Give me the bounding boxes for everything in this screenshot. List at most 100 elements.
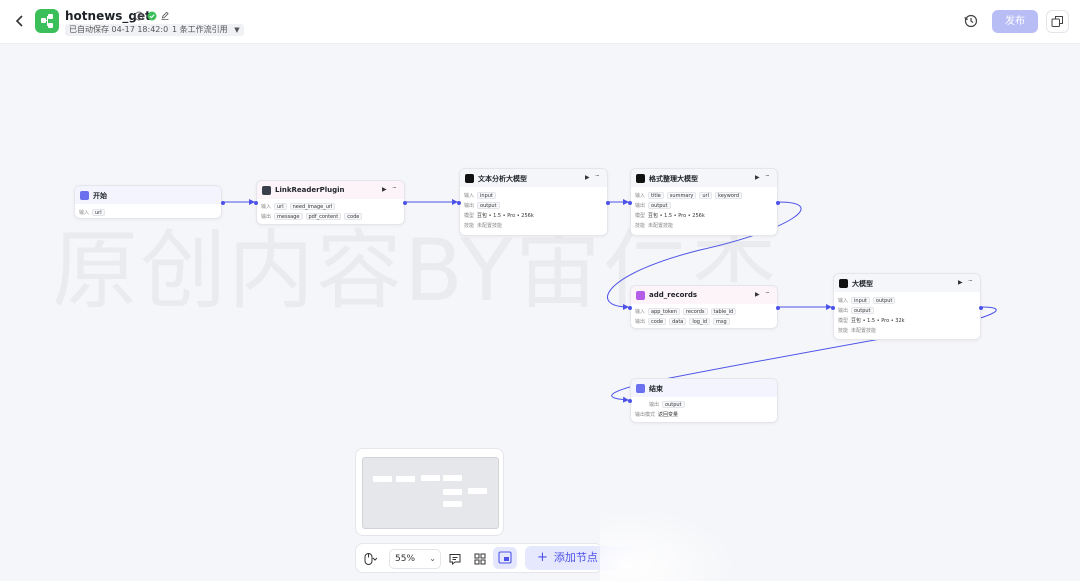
node-outputs: 输出 message pdf_content code: [261, 212, 363, 220]
skill-value: 未配置技能: [648, 222, 674, 229]
reference-dropdown[interactable]: 1 条工作流引用 ▼: [168, 24, 244, 36]
node-text-analysis-llm[interactable]: 文本分析大模型 ▶ ··· 输入 input 输出 output 模型 豆包 •…: [457, 168, 610, 236]
node-inputs: 输入 url: [79, 208, 105, 216]
node-output-mode: 输出模式 返回变量: [635, 410, 678, 418]
output-port[interactable]: [221, 201, 225, 205]
node-model: 模型 豆包 • 1.5 • Pro • 32k: [838, 316, 905, 324]
comment-icon[interactable]: [447, 551, 463, 567]
node-outputs: 输出 output: [464, 201, 500, 209]
model-value: 豆包 • 1.5 • Pro • 32k: [851, 317, 905, 324]
node-big-llm[interactable]: 大模型 ▶ ··· 输入 input output 输出 output 模型 豆…: [831, 273, 983, 340]
variable-tag: records: [682, 307, 708, 315]
edit-icon[interactable]: [160, 11, 170, 21]
more-options-icon[interactable]: ···: [765, 172, 770, 180]
variable-tag: url: [92, 208, 105, 216]
decorative-glow: [600, 506, 740, 581]
node-inputs: 输入 url need_image_url: [261, 202, 336, 210]
run-node-icon[interactable]: ▶: [755, 291, 760, 298]
copy-icon: [1051, 16, 1063, 27]
node-outputs: 输出 code data log_id msg: [635, 317, 730, 325]
inputs-label: 输入: [464, 192, 475, 199]
zoom-select[interactable]: 55% ⌄: [389, 549, 441, 569]
variable-tag: table_id: [710, 307, 737, 315]
node-title: 格式整理大模型: [649, 175, 698, 183]
minimap-viewport[interactable]: [362, 457, 499, 529]
input-port[interactable]: [628, 201, 632, 205]
add-node-label: 添加节点: [553, 551, 598, 564]
output-port[interactable]: [403, 201, 407, 205]
outputs-label: 输出: [635, 202, 646, 209]
history-icon[interactable]: [963, 13, 979, 29]
node-inputs: 输入 app_token records table_id: [635, 307, 737, 315]
output-port[interactable]: [606, 201, 610, 205]
node-title: 结束: [649, 385, 663, 393]
node-add-records[interactable]: add_records ▶ ··· 输入 app_token records t…: [628, 285, 780, 329]
skill-label: 技能: [464, 222, 475, 229]
caret-down-icon: ▼: [234, 26, 240, 34]
node-linkreader-plugin[interactable]: LinkReaderPlugin ▶ ··· 输入 url need_image…: [254, 180, 407, 225]
run-node-icon[interactable]: ▶: [755, 174, 760, 181]
input-port[interactable]: [254, 201, 258, 205]
autosave-status: 已自动保存 04-17 18:42:05: [65, 24, 178, 36]
minimap[interactable]: [355, 448, 504, 536]
back-arrow-icon[interactable]: [12, 13, 28, 29]
node-inputs: 输入 input: [464, 191, 496, 199]
run-node-icon[interactable]: ▶: [382, 186, 387, 193]
model-label: 模型: [635, 212, 646, 219]
model-label: 模型: [838, 317, 849, 324]
skill-value: 未配置技能: [477, 222, 503, 229]
variable-tag: output: [662, 400, 685, 408]
node-skill: 技能 未配置技能: [635, 221, 673, 229]
outputs-label: 输出: [261, 213, 272, 220]
publish-button[interactable]: 发布: [992, 10, 1038, 33]
run-node-icon[interactable]: ▶: [958, 279, 963, 286]
outputs-label: 输出: [464, 202, 475, 209]
top-bar: hotnews_get 已自动保存 04-17 18:42:05 1 条工作流引…: [0, 0, 1080, 44]
inputs-label: 输入: [261, 203, 272, 210]
node-end[interactable]: 结束 输出 output 输出模式 返回变量: [628, 378, 778, 423]
more-options-icon[interactable]: ···: [765, 289, 770, 297]
model-value: 豆包 • 1.5 • Pro • 256k: [477, 212, 534, 219]
minimap-toggle-button[interactable]: [493, 547, 517, 569]
variable-tag: output: [851, 306, 874, 314]
variable-tag: input: [477, 191, 496, 199]
run-node-icon[interactable]: ▶: [585, 174, 590, 181]
variable-tag: title: [648, 191, 664, 199]
variable-tag: url: [274, 202, 287, 210]
node-format-llm[interactable]: 格式整理大模型 ▶ ··· 输入 title summary url keywo…: [628, 168, 780, 236]
more-options-icon[interactable]: ···: [392, 184, 397, 192]
input-port[interactable]: [628, 399, 632, 403]
node-title: 文本分析大模型: [478, 175, 527, 183]
variable-tag: need_image_url: [289, 202, 336, 210]
node-model: 模型 豆包 • 1.5 • Pro • 256k: [635, 211, 705, 219]
plus-icon: +: [537, 550, 548, 565]
node-outputs: 输出 output: [649, 400, 685, 408]
input-port[interactable]: [831, 306, 835, 310]
workflow-name: hotnews_get: [65, 9, 151, 23]
variable-tag: code: [344, 212, 363, 220]
more-options-icon[interactable]: ···: [968, 277, 973, 285]
skill-value: 未配置技能: [851, 327, 877, 334]
output-port[interactable]: [979, 306, 983, 310]
variable-tag: output: [648, 201, 671, 209]
skill-label: 技能: [838, 327, 849, 334]
duplicate-button[interactable]: [1046, 10, 1069, 33]
published-check-icon: [147, 11, 157, 21]
mouse-mode-icon[interactable]: [361, 551, 377, 567]
output-mode-value: 返回变量: [658, 411, 679, 418]
input-port[interactable]: [457, 201, 461, 205]
info-icon[interactable]: [134, 11, 144, 21]
node-title: 大模型: [852, 280, 873, 288]
variable-tag: code: [648, 317, 667, 325]
reference-label: 1 条工作流引用: [172, 25, 228, 34]
variable-tag: log_id: [689, 317, 711, 325]
output-port[interactable]: [776, 201, 780, 205]
zoom-value: 55%: [395, 554, 416, 564]
node-start[interactable]: 开始 输入 url: [74, 185, 225, 219]
output-port[interactable]: [776, 306, 780, 310]
more-options-icon[interactable]: ···: [595, 172, 600, 180]
layout-grid-icon[interactable]: [472, 551, 488, 567]
variable-tag: keyword: [715, 191, 743, 199]
chevron-down-icon: ⌄: [429, 554, 436, 563]
input-port[interactable]: [628, 306, 632, 310]
